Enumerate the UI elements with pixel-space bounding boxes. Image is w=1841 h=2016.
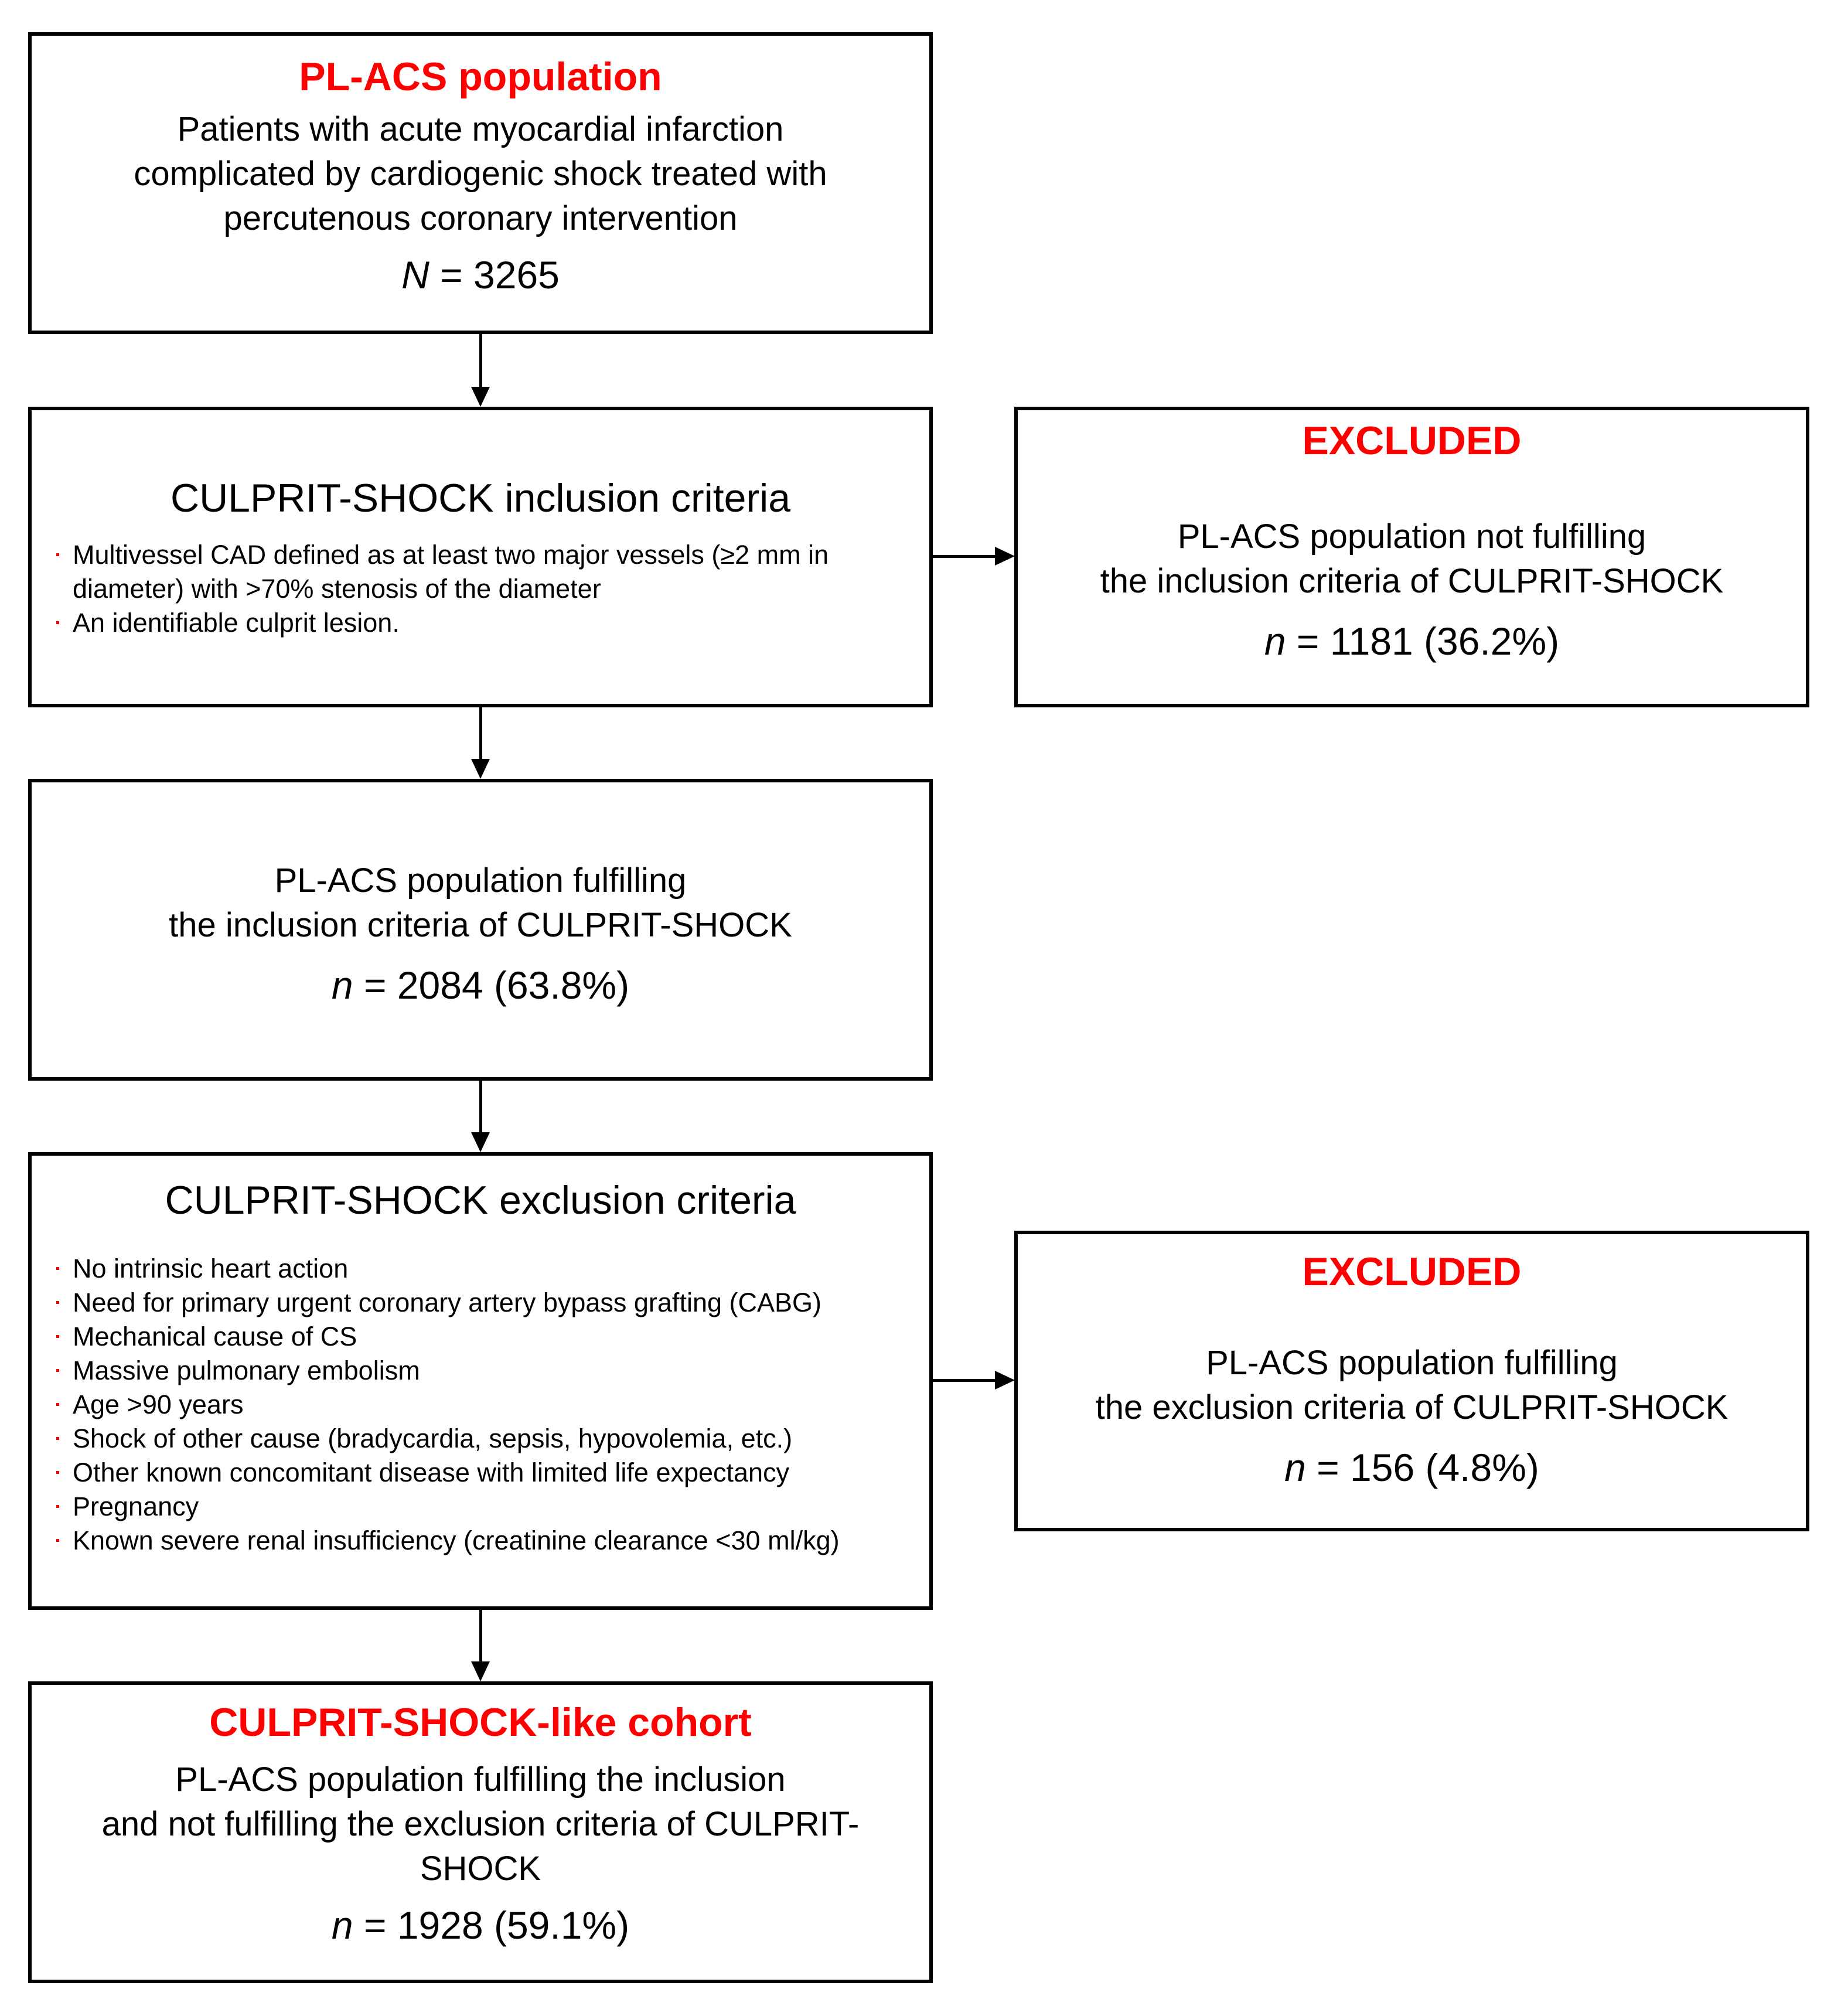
- n-label: n: [1284, 1446, 1306, 1489]
- arrow-connector: [479, 1081, 482, 1133]
- population-title: PL-ACS population: [299, 55, 662, 99]
- fulfilling-inclusion-box: PL-ACS population fulfilling the inclusi…: [28, 779, 933, 1081]
- description-line: the inclusion criteria of CULPRIT-SHOCK: [169, 906, 792, 944]
- cohort-description: PL-ACS population fulfilling the inclusi…: [32, 1758, 929, 1891]
- arrow-connector: [479, 334, 482, 390]
- excluded-count: n = 156 (4.8%): [1018, 1444, 1806, 1491]
- arrow-down-icon: [471, 1132, 490, 1152]
- description-line: PL-ACS population not fulfilling: [1177, 517, 1646, 556]
- arrow-down-icon: [471, 1661, 490, 1681]
- exclusion-item: Age >90 years: [32, 1388, 929, 1422]
- exclusion-item: No intrinsic heart action: [32, 1252, 929, 1286]
- excluded-description: PL-ACS population fulfilling the exclusi…: [1018, 1341, 1806, 1430]
- cohort-title: CULPRIT-SHOCK-like cohort: [209, 1700, 752, 1745]
- description-line: PL-ACS population fulfilling: [274, 861, 687, 900]
- description-line: the exclusion criteria of CULPRIT-SHOCK: [1095, 1388, 1729, 1426]
- exclusion-criteria-box: CULPRIT-SHOCK exclusion criteria No intr…: [28, 1152, 933, 1610]
- fulfilling-description: PL-ACS population fulfilling the inclusi…: [32, 859, 929, 948]
- excluded-description: PL-ACS population not fulfilling the inc…: [1018, 515, 1806, 604]
- n-value: = 1181 (36.2%): [1286, 619, 1560, 663]
- exclusion-item: Mechanical cause of CS: [32, 1320, 929, 1354]
- description-line: SHOCK: [420, 1850, 541, 1888]
- exclusion-title: CULPRIT-SHOCK exclusion criteria: [165, 1178, 796, 1222]
- description-line: and not fulfilling the exclusion criteri…: [101, 1805, 860, 1843]
- arrow-connector: [479, 1610, 482, 1663]
- population-box: PL-ACS population Patients with acute my…: [28, 32, 933, 334]
- population-description: Patients with acute myocardial infarctio…: [32, 107, 929, 241]
- exclusion-item: Known severe renal insufficiency (creati…: [32, 1524, 929, 1558]
- excluded-count: n = 1181 (36.2%): [1018, 618, 1806, 665]
- n-value: = 156 (4.8%): [1305, 1446, 1539, 1489]
- excluded-exclusion-box: EXCLUDED PL-ACS population fulfilling th…: [1014, 1231, 1809, 1531]
- fulfilling-count: n = 2084 (63.8%): [32, 962, 929, 1009]
- arrow-connector: [479, 707, 482, 760]
- arrow-connector: [933, 555, 997, 558]
- excluded-title: EXCLUDED: [1302, 1249, 1522, 1294]
- inclusion-item: Multivessel CAD defined as at least two …: [32, 538, 894, 606]
- exclusion-item: Other known concomitant disease with lim…: [32, 1456, 929, 1490]
- n-value: = 1928 (59.1%): [353, 1903, 630, 1947]
- exclusion-item: Massive pulmonary embolism: [32, 1354, 929, 1388]
- description-line: percutenous coronary intervention: [223, 199, 738, 237]
- arrow-right-icon: [995, 547, 1015, 566]
- arrow-right-icon: [995, 1371, 1015, 1390]
- population-count: N = 3265: [32, 251, 929, 298]
- n-value: = 2084 (63.8%): [353, 963, 630, 1007]
- exclusion-item: Shock of other cause (bradycardia, sepsi…: [32, 1422, 929, 1456]
- n-label: n: [331, 1903, 353, 1947]
- exclusion-item: Need for primary urgent coronary artery …: [32, 1286, 929, 1320]
- cohort-box: CULPRIT-SHOCK-like cohort PL-ACS populat…: [28, 1681, 933, 1983]
- description-line: PL-ACS population fulfilling the inclusi…: [175, 1760, 786, 1799]
- n-value: = 3265: [429, 253, 560, 297]
- inclusion-list: Multivessel CAD defined as at least two …: [32, 538, 929, 640]
- n-label: n: [1264, 619, 1286, 663]
- cohort-count: n = 1928 (59.1%): [32, 1902, 929, 1949]
- description-line: complicated by cardiogenic shock treated…: [134, 155, 827, 193]
- arrow-connector: [933, 1379, 997, 1382]
- arrow-down-icon: [471, 759, 490, 779]
- exclusion-list: No intrinsic heart action Need for prima…: [32, 1252, 929, 1558]
- excluded-inclusion-box: EXCLUDED PL-ACS population not fulfillin…: [1014, 407, 1809, 707]
- inclusion-criteria-box: CULPRIT-SHOCK inclusion criteria Multive…: [28, 407, 933, 707]
- excluded-title: EXCLUDED: [1302, 418, 1522, 463]
- n-label: N: [401, 253, 429, 297]
- inclusion-item: An identifiable culprit lesion.: [32, 606, 894, 640]
- description-line: PL-ACS population fulfilling: [1206, 1344, 1618, 1382]
- n-label: n: [331, 963, 353, 1007]
- description-line: Patients with acute myocardial infarctio…: [177, 110, 784, 148]
- exclusion-item: Pregnancy: [32, 1490, 929, 1524]
- description-line: the inclusion criteria of CULPRIT-SHOCK: [1100, 562, 1724, 600]
- arrow-down-icon: [471, 387, 490, 407]
- inclusion-title: CULPRIT-SHOCK inclusion criteria: [170, 476, 791, 520]
